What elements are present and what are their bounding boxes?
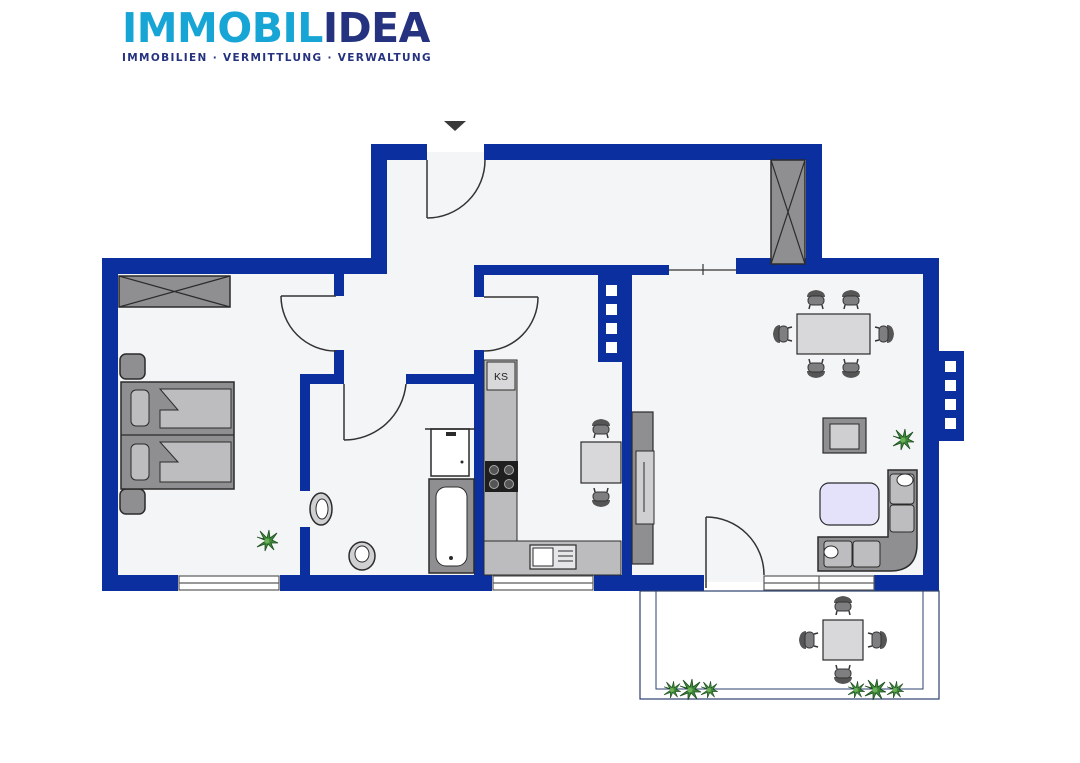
armchair-icon: [822, 417, 867, 454]
walls: [102, 144, 964, 591]
sideboard: [631, 411, 655, 565]
sink-icon: [309, 492, 333, 526]
company-logo: IMMOBILIDEA IMMOBILIEN · VERMITTLUNG · V…: [122, 6, 432, 64]
entrance-arrow-icon[interactable]: [444, 121, 466, 131]
floor-areas: [111, 152, 939, 699]
table-icon: [822, 619, 864, 661]
sofa-icon: [817, 469, 918, 572]
living-room: [631, 289, 918, 572]
window-icon: [178, 575, 875, 591]
kitchen-sink-icon: [529, 544, 577, 570]
kitchen-cabinet: [486, 361, 516, 391]
logo-wordmark: IMMOBILIDEA: [122, 6, 432, 50]
nightstand: [119, 488, 146, 515]
sliding-door: [669, 264, 736, 275]
logo-tagline: IMMOBILIEN · VERMITTLUNG · VERWALTUNG: [122, 52, 432, 64]
logo-name-part2: IDEA: [322, 4, 431, 52]
bed-icon: [120, 381, 235, 490]
logo-name-part1: IMMOBIL: [122, 4, 323, 52]
wardrobe-icon: [770, 159, 806, 265]
stove-icon: [485, 461, 518, 492]
door-swing-icon[interactable]: [280, 159, 765, 588]
bedroom: [118, 275, 279, 552]
toilet-icon: [348, 541, 376, 571]
bathtub-icon: [428, 478, 475, 574]
table-icon: [580, 441, 622, 484]
nightstand: [119, 353, 146, 380]
balcony: [639, 590, 940, 701]
kitchen-cabinet-label: KS: [494, 371, 508, 383]
wardrobe-icon: [118, 275, 231, 308]
coffee-table: [819, 482, 880, 526]
kitchen: KS: [483, 359, 622, 576]
shower-icon: [425, 428, 475, 477]
bathroom: [309, 428, 475, 574]
wall-niches: [606, 285, 956, 429]
table-icon: [796, 313, 871, 355]
